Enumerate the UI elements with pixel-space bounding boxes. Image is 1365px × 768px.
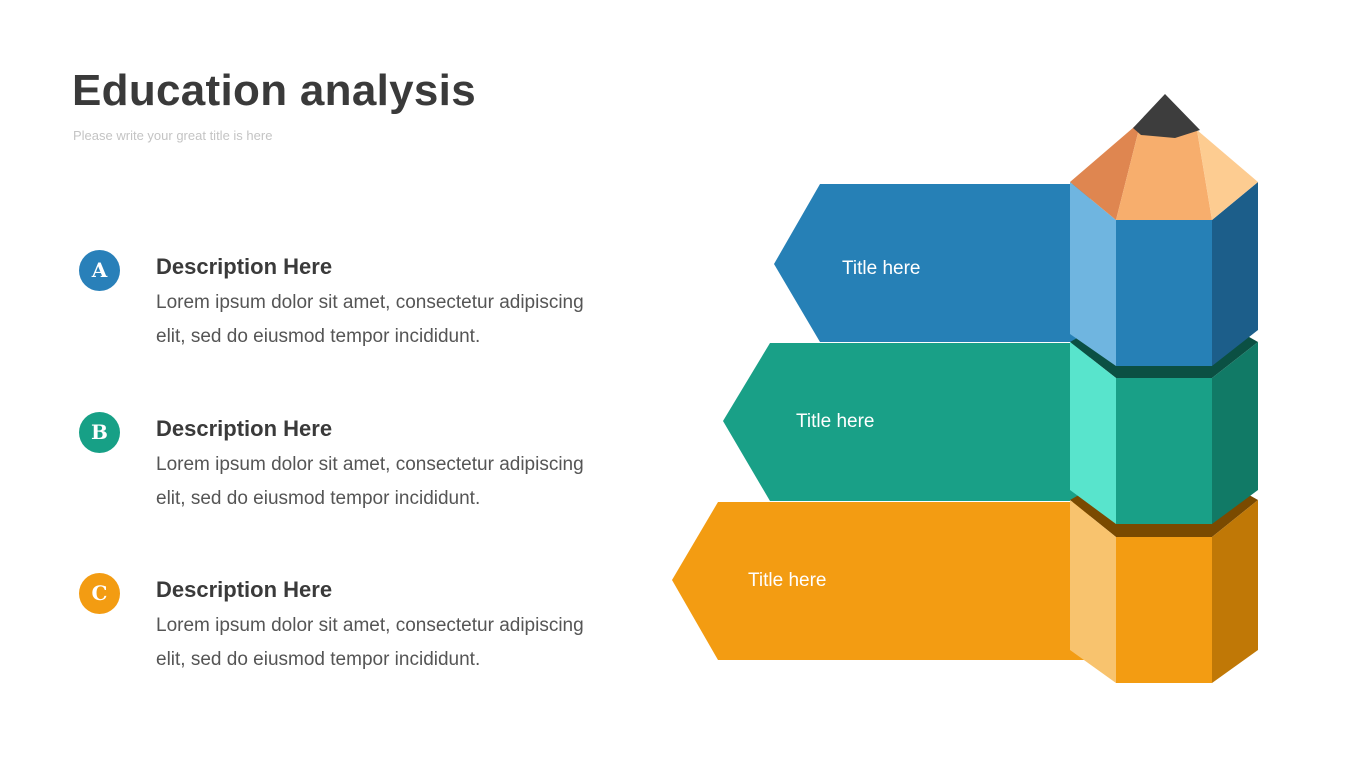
badge-b: B: [79, 412, 120, 453]
badge-a: A: [79, 250, 120, 291]
item-heading: Description Here: [156, 254, 333, 279]
pencil-segment-blue: [1070, 182, 1258, 366]
item-body: Lorem ipsum dolor sit amet, consectetur …: [156, 292, 584, 347]
pencil-tip-icon: [1070, 94, 1258, 220]
item-body: Lorem ipsum dolor sit amet, consectetur …: [156, 615, 584, 670]
badge-c: C: [79, 573, 120, 614]
page-subtitle: Please write your great title is here: [73, 128, 273, 143]
page-title: Education analysis: [72, 66, 476, 115]
arrow-orange: [672, 502, 1090, 660]
item-body: Lorem ipsum dolor sit amet, consectetur …: [156, 454, 584, 509]
arrow-label-3: Title here: [748, 570, 827, 591]
arrow-label-2: Title here: [796, 411, 875, 432]
item-heading: Description Here: [156, 416, 333, 441]
arrow-green: [723, 343, 1090, 501]
item-heading: Description Here: [156, 577, 333, 602]
arrow-blue: [774, 184, 1090, 342]
arrow-label-1: Title here: [842, 258, 921, 279]
